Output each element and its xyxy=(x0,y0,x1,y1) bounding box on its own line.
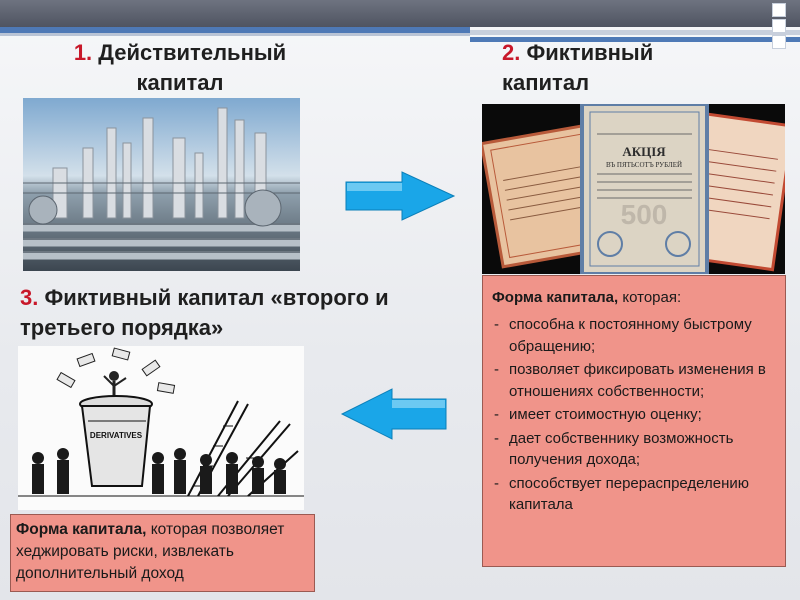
heading-real-capital: 1. Действительный капитал xyxy=(40,38,320,98)
bond-watermark: 500 xyxy=(621,199,668,230)
bond-denomination: ВЪ ПЯТЬСОТЪ РУБЛЕЙ xyxy=(606,161,682,169)
heading-text: Фиктивный капитал xyxy=(502,40,654,95)
panel-title-bold: Форма капитала, xyxy=(492,289,619,306)
heading-text: Действительный капитал xyxy=(98,40,287,95)
list-item: способна к постоянному быстрому обращени… xyxy=(492,314,780,357)
arrow-left-icon xyxy=(340,388,447,440)
panel-text-rest: которая позволяет хеджировать риски, изв… xyxy=(16,521,285,582)
decor-stripe xyxy=(0,27,470,33)
panel-title: Форма капитала, которая: xyxy=(492,289,681,306)
heading-number: 3. xyxy=(20,285,39,310)
properties-list: способна к постоянному быстрому обращени… xyxy=(492,314,780,518)
list-item: дает собственнику возможность получения … xyxy=(492,428,780,471)
arrow-right-icon xyxy=(345,171,456,221)
heading-derivatives-capital: 3. Фиктивный капитал «второго и третьего… xyxy=(20,283,460,343)
list-item: способствует перераспределению капитала xyxy=(492,473,780,516)
derivatives-cartoon-image: DERIVATIVES xyxy=(18,346,304,510)
heading-text: Фиктивный капитал «второго и третьего по… xyxy=(20,285,389,340)
panel-text-bold: Форма капитала, xyxy=(16,521,147,538)
heading-fictitious-capital: 2. Фиктивный капитал xyxy=(502,38,732,98)
heading-number: 1. xyxy=(73,40,93,65)
list-item: позволяет фиксировать изменения в отноше… xyxy=(492,359,780,402)
decor-stripe xyxy=(470,30,800,35)
decor-stripe xyxy=(470,37,800,42)
list-item: имеет стоимостную оценку; xyxy=(492,404,780,426)
heading-number: 2. xyxy=(502,40,521,65)
share-certificates-image: АКЦIЯ ВЪ ПЯТЬСОТЪ РУБЛЕЙ 500 xyxy=(482,104,785,274)
refinery-image xyxy=(23,98,300,271)
corner-squares-decor xyxy=(770,0,800,55)
hedging-capital-panel: Форма капитала, которая позволяет хеджир… xyxy=(10,514,315,592)
hat-label: DERIVATIVES xyxy=(90,431,143,440)
top-bar xyxy=(0,0,800,27)
decor-stripe xyxy=(0,33,470,36)
panel-title-rest: которая: xyxy=(618,289,682,306)
bond-title: АКЦIЯ xyxy=(622,144,666,159)
fictitious-capital-properties-panel: Форма капитала, которая: способна к пост… xyxy=(482,275,786,567)
panel-text: Форма капитала, которая позволяет хеджир… xyxy=(16,519,312,585)
